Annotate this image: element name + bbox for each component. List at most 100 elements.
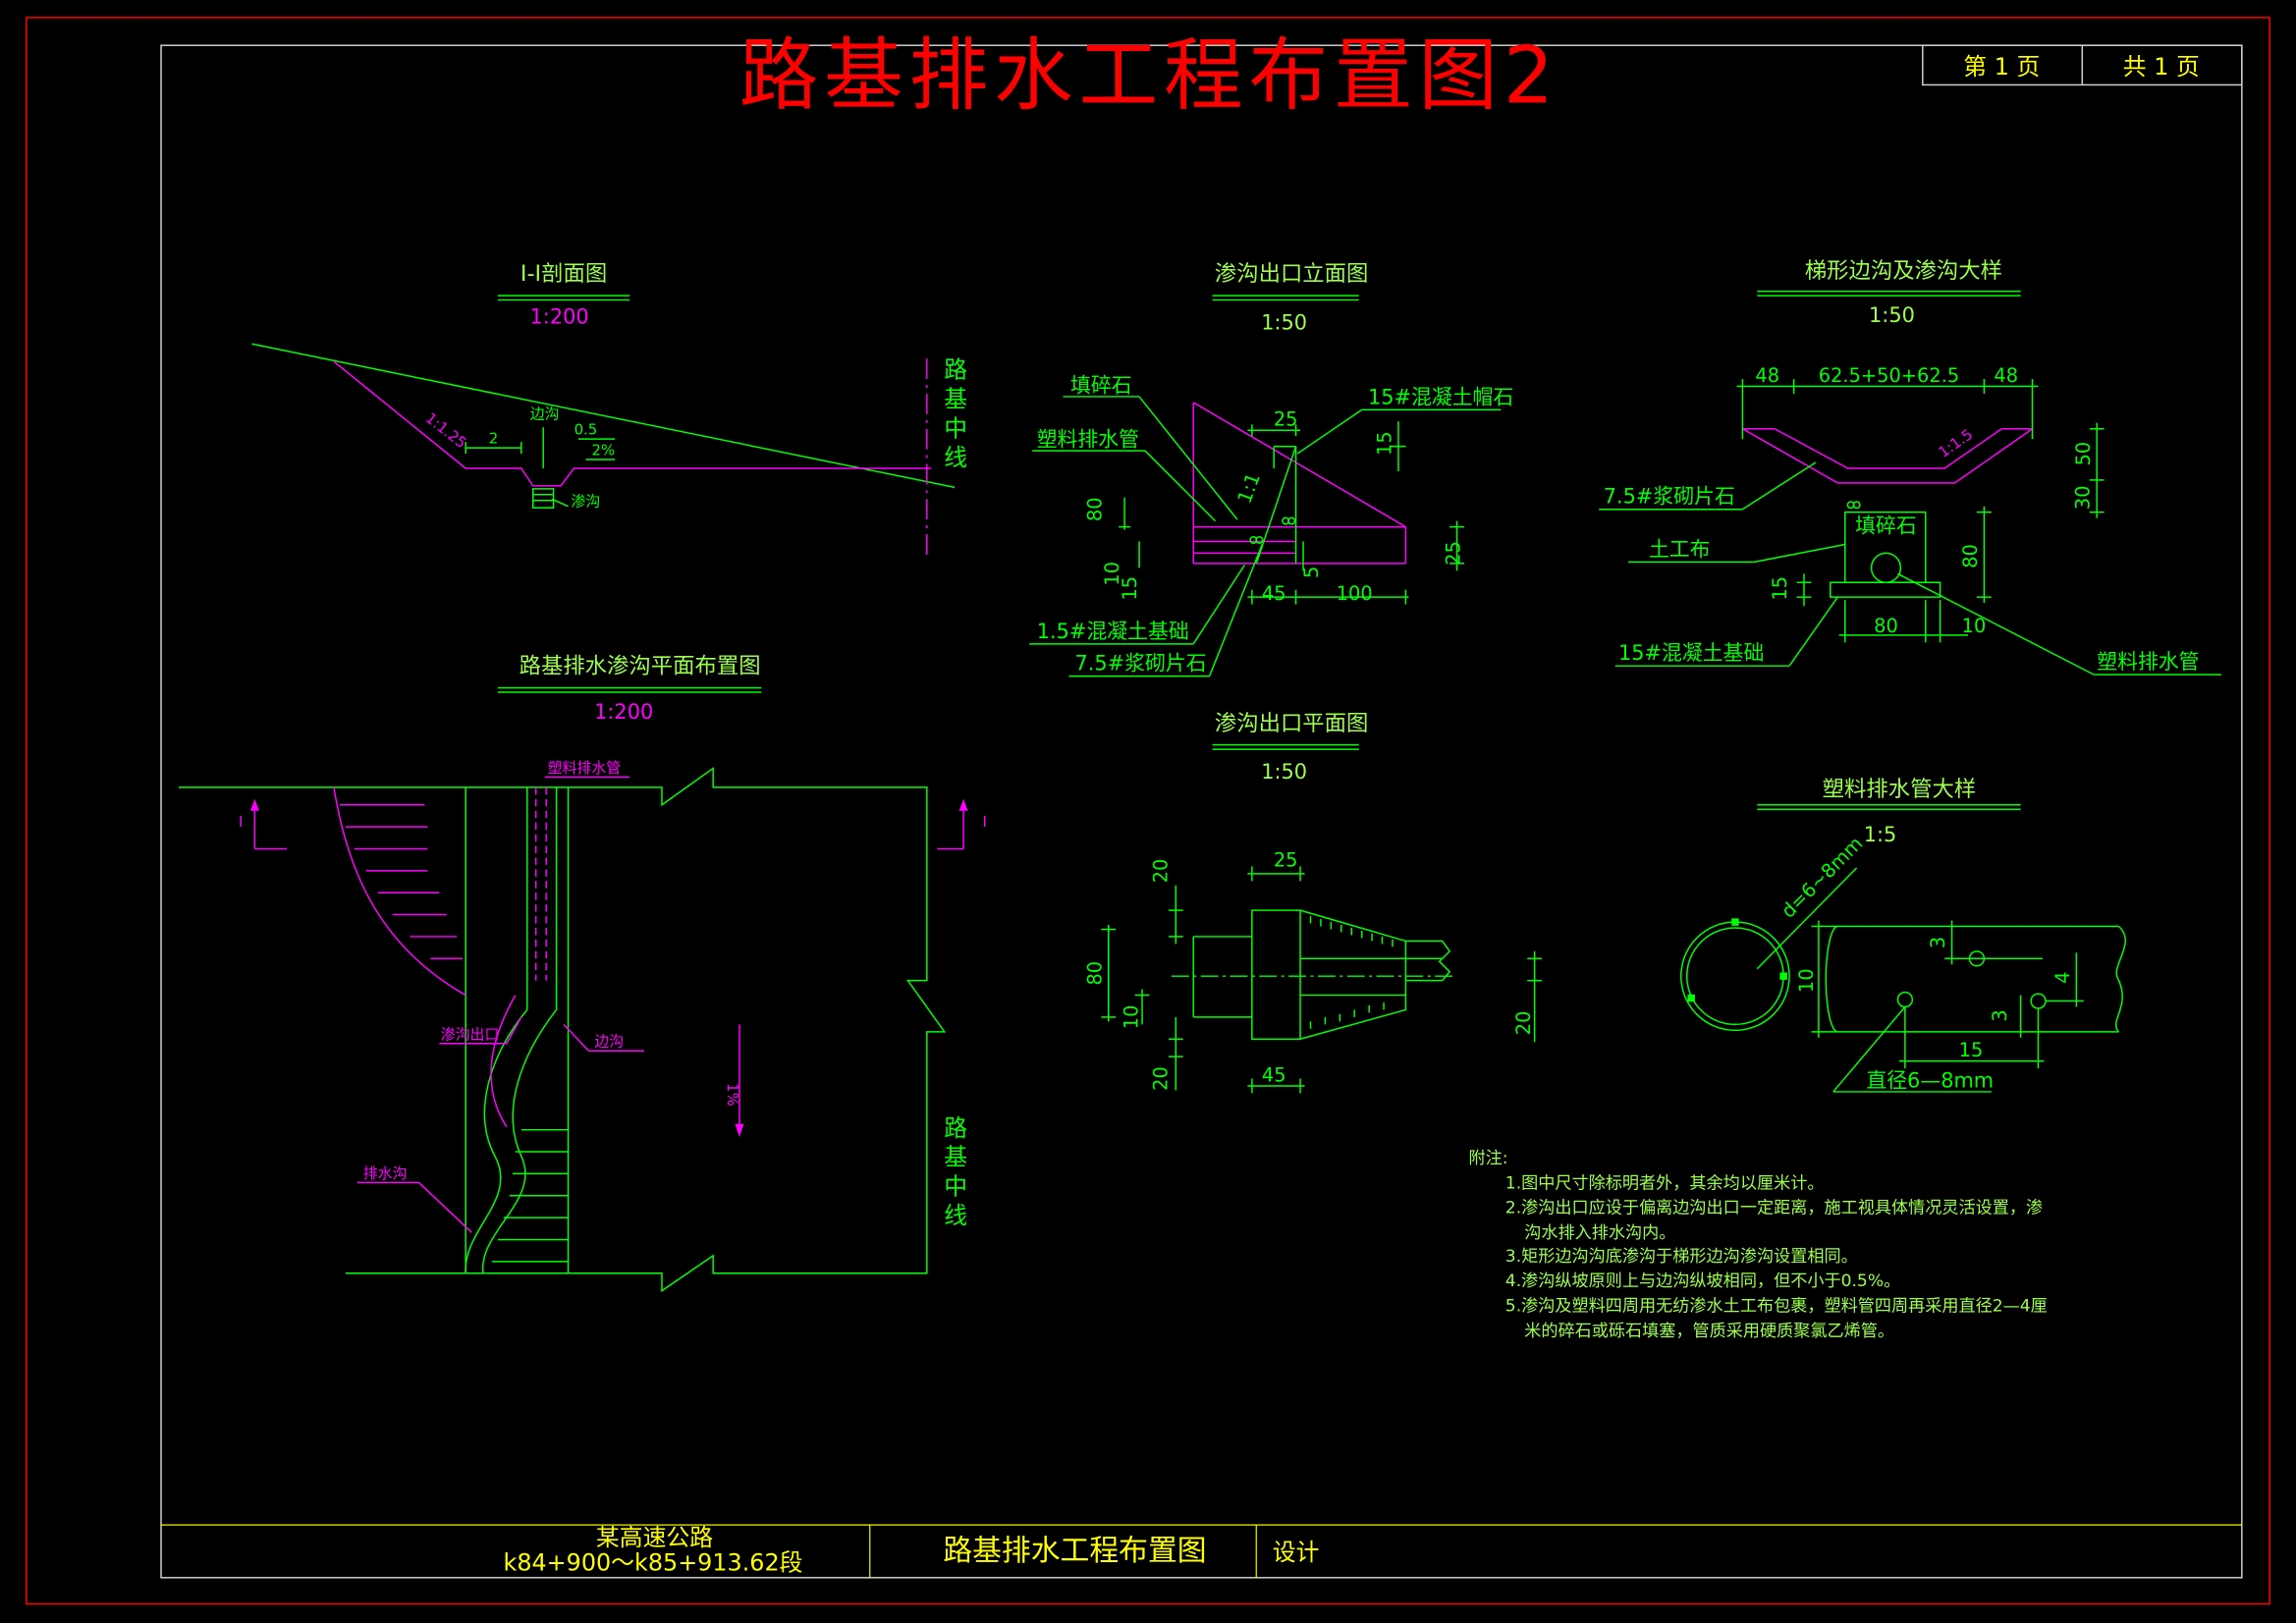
note-line: 2.渗沟出口应设于偏离边沟出口一定距离，施工视具体情况灵活设置，渗 [1505,1199,2043,1218]
plan-boundary [178,767,947,1293]
elev-dim-100: 100 [1337,582,1373,605]
elev-pipe-label: 塑料排水管 [1037,428,1139,452]
plan-section: 路基排水渗沟平面布置图 1:200 [178,654,987,1293]
subgrade-outline [333,360,932,487]
elev-dim-5: 5 [1300,567,1323,578]
ditch-foundation-label: 15#混凝土基础 [1618,641,1764,665]
page-current: 第 1 页 [1963,53,2040,81]
elev-dim-45: 45 [1262,582,1286,605]
elev-masonry-label: 7.5#浆砌片石 [1074,652,1206,676]
outlet-plan-title: 渗沟出口平面图 [1215,711,1369,736]
oplan-dim-45: 45 [1262,1064,1286,1087]
pipe-dim-4: 4 [2051,972,2074,984]
notes: 附注: 1.图中尺寸除标明者外，其余均以厘米计。 2.渗沟出口应设于偏离边沟出口… [1469,1149,2048,1341]
profile-width-label: 2 [489,430,498,448]
profile-grade-label: 2% [592,442,616,460]
ditch-dim-10: 10 [1962,615,1987,637]
note-line: 4.渗沟纵坡原则上与边沟纵坡相同，但不小于0.5%。 [1505,1271,1900,1291]
page-box: 第 1 页 共 1 页 [1922,44,2243,86]
plan-outlet-label: 渗沟出口 [441,1025,500,1043]
drawing-title: 路基排水工程布置图2 [739,28,1560,121]
oplan-dim-10: 10 [1121,1005,1143,1030]
inner-frame [160,44,2243,1579]
ditch-fill-stone-label: 填碎石 [1855,514,1917,538]
ditch-dim-80-vert: 80 [1959,544,1982,568]
profile-scale: 1:200 [530,304,589,328]
drain-ditch-line-1 [465,1008,528,1273]
drain-ditch-line-2 [482,1009,558,1273]
ditch-outline [1742,427,2034,484]
design-label: 设计 [1273,1539,1320,1566]
ground-line [251,343,956,489]
ditch-dim-80-horiz: 80 [1874,615,1898,637]
plan-title: 路基排水渗沟平面布置图 [519,654,761,679]
note-line: 5.渗沟及塑料四周用无纺渗水土工布包裹，塑料管四周再采用直径2—4厘 [1505,1297,2048,1317]
oplan-dim-20-top: 20 [1149,859,1172,884]
pipe-dim-15: 15 [1959,1039,1984,1061]
ditch-dim-48-right: 48 [1994,364,2018,387]
cut-left-label: I [239,813,243,831]
elev-dim-25b: 25 [1443,541,1465,566]
note-line: 米的碎石或砾石填塞，管质采用硬质聚氯乙烯管。 [1524,1322,1894,1341]
pipe-detail-scale: 1:5 [1864,823,1897,846]
elevation-outline [1192,402,1407,565]
profile-title: I-I剖面图 [520,261,607,287]
profile-drain-label: 渗沟 [572,493,601,511]
ditch-detail-section: 梯形边沟及渗沟大样 1:50 1:1.5 [1599,258,2221,676]
note-line: 沟水排入排水沟内。 [1524,1223,1675,1243]
cut-right-label: I [983,813,987,831]
project-segment: k84+900～k85+913.62段 [504,1548,803,1576]
elev-cap-stone-label: 15#混凝土帽石 [1368,385,1513,408]
seepage-drain-box [532,488,555,509]
pipe-dim-3-top: 3 [1927,937,1949,948]
ditch-masonry-label: 7.5#浆砌片石 [1604,485,1735,509]
elevation-cap-stone [1249,445,1297,565]
pipe-dim-3-bottom: 3 [1989,1009,2011,1021]
oplan-dim-80: 80 [1083,961,1106,986]
note-line: 3.矩形边沟沟底渗沟于梯形边沟渗沟设置相同。 [1505,1247,1858,1267]
cut-mark-left: I [239,798,288,850]
plan-centerline-label: 路基中线 [940,1115,967,1232]
oplan-dim-25: 25 [1274,848,1298,871]
plan-grade-label: 1% [724,1083,741,1107]
elev-dim-10: 10 [1101,562,1123,586]
profile-centerline-label: 路基中线 [940,357,967,474]
ditch-dim-50: 50 [2072,442,2095,466]
plan-scale: 1:200 [594,700,653,724]
note-line: 1.图中尺寸除标明者外，其余均以厘米计。 [1505,1173,1825,1193]
elev-dim-25: 25 [1274,408,1298,431]
elev-fill-stone-label: 填碎石 [1070,373,1132,397]
elev-foundation-label: 1.5#混凝土基础 [1037,620,1189,643]
ditch-dim-15: 15 [1769,576,1791,601]
pipe-detail-title: 塑料排水管大样 [1823,777,1977,802]
oplan-dim-20-bottom: 20 [1149,1066,1172,1091]
pipe-dim-10: 10 [1795,968,1818,993]
ditch-dim-30: 30 [2072,485,2095,510]
elev-dim-15b: 15 [1119,576,1141,601]
elevation-scale: 1:50 [1261,310,1307,334]
ditch-detail-title: 梯形边沟及渗沟大样 [1805,258,2002,284]
plan-drain-ditch-label: 排水沟 [363,1164,408,1182]
profile-ditch-label: 边沟 [530,405,560,422]
elev-dim-80: 80 [1083,497,1106,521]
plan-ditch-label: 边沟 [594,1033,624,1051]
slope-hatch [339,804,464,960]
drain-box [1830,501,1941,598]
ditch-pipe-label: 塑料排水管 [2097,650,2199,674]
ditch-dim-width: 62.5+50+62.5 [1819,364,1959,387]
plan-pipe-label: 塑料排水管 [548,759,621,777]
oplan-dim-20-right: 20 [1512,1011,1535,1036]
slope-toe-curve [333,786,466,997]
outlet-plan-scale: 1:50 [1261,760,1307,784]
elev-dim-15: 15 [1374,431,1396,456]
project-name: 某高速公路 [596,1524,713,1551]
plan-pipe [526,786,558,1010]
outlet-plan-section: 渗沟出口平面图 1:50 [1083,711,1543,1094]
outlet-plan-outline [1171,909,1457,1041]
outer-border [26,17,2270,1605]
ditch-hatch [492,1128,569,1263]
page-total: 共 1 页 [2123,53,2200,81]
pipe-hole-note: 直径6—8mm [1866,1068,1994,1092]
notes-heading: 附注: [1469,1149,1508,1168]
